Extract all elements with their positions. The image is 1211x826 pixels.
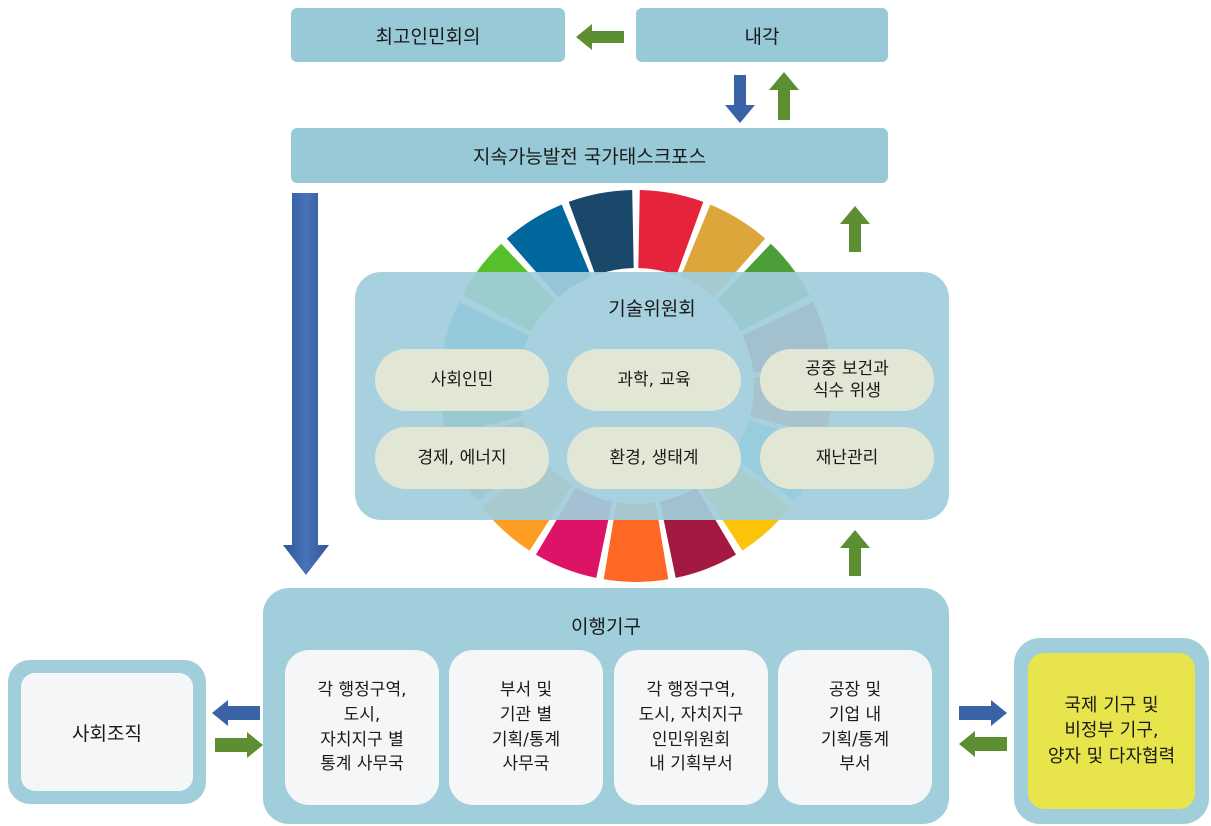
- implementation-item: 각 행정구역, 도시, 자치지구 별 통계 사무국: [285, 650, 439, 805]
- social-organizations-frame: 사회조직: [8, 660, 206, 804]
- task-force-box: 지속가능발전 국가태스크포스: [291, 128, 888, 183]
- arrow-up-icon: [769, 72, 799, 120]
- implementation-item: 각 행정구역, 도시, 자치지구 인민위원회 내 기획부서: [614, 650, 768, 805]
- long-arrow-down-icon: [283, 193, 329, 575]
- cabinet-box: 내각: [636, 8, 888, 62]
- arrow-down-icon: [725, 75, 755, 123]
- wheel-segment: [638, 190, 704, 276]
- committee-item-disaster: 재난관리: [760, 427, 934, 489]
- social-organizations-box: 사회조직: [21, 673, 193, 791]
- arrow-left-icon: [959, 731, 1007, 757]
- international-cooperation-frame: 국제 기구 및 비정부 기구, 양자 및 다자협력: [1014, 638, 1209, 824]
- implementation-title: 이행기구: [571, 616, 641, 638]
- committee-item-economy: 경제, 에너지: [375, 427, 549, 489]
- implementation-item: 부서 및 기관 별 기획/통계 사무국: [449, 650, 603, 805]
- committee-item-social: 사회인민: [375, 349, 549, 411]
- arrow-left-icon: [212, 700, 260, 726]
- committee-item-environment: 환경, 생태계: [567, 427, 741, 489]
- committee-item-science: 과학, 교육: [567, 349, 741, 411]
- wheel-segment: [568, 190, 634, 276]
- international-cooperation-box: 국제 기구 및 비정부 기구, 양자 및 다자협력: [1028, 653, 1195, 809]
- committee-item-health: 공중 보건과 식수 위생: [760, 349, 934, 411]
- arrow-up-icon: [840, 530, 870, 576]
- wheel-segment: [603, 502, 669, 582]
- arrow-right-icon: [959, 700, 1007, 726]
- arrow-right-icon: [215, 732, 263, 758]
- implementation-item: 공장 및 기업 내 기획/통계 부서: [778, 650, 932, 805]
- arrow-left-icon: [576, 24, 624, 50]
- arrow-up-icon: [840, 206, 870, 252]
- technical-committee-title: 기술위원회: [608, 298, 696, 320]
- supreme-peoples-assembly-box: 최고인민회의: [291, 8, 565, 62]
